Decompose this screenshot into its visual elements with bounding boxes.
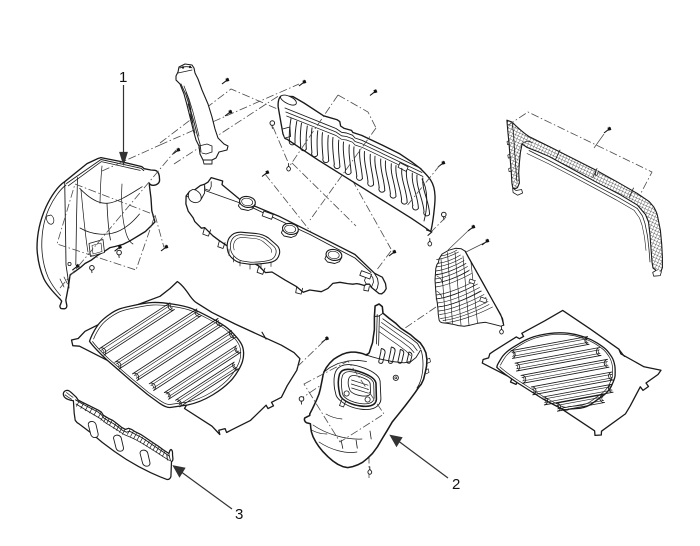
svg-text:3: 3 <box>235 506 243 523</box>
svg-text:2: 2 <box>452 476 460 493</box>
svg-text:1: 1 <box>119 69 127 86</box>
